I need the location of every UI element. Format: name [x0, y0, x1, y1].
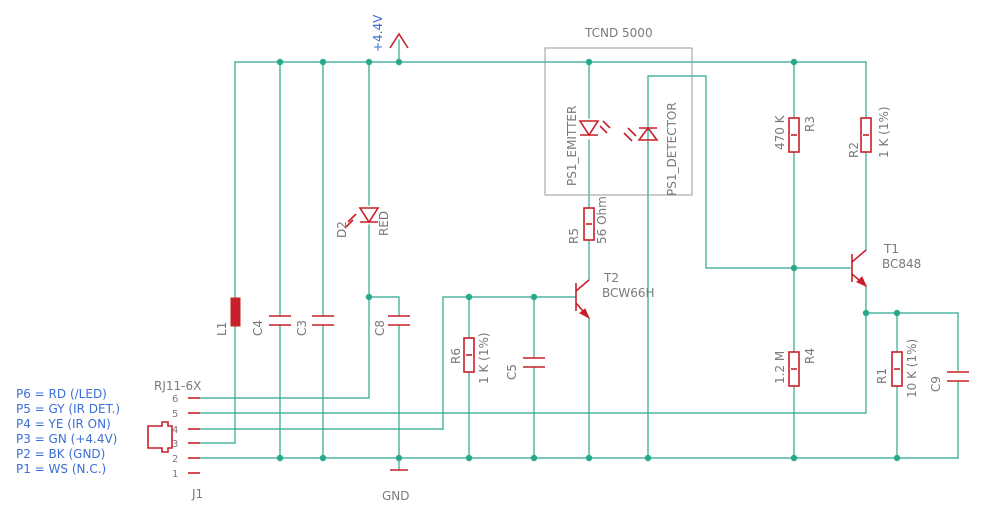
sensor-title: TCND 5000: [584, 26, 653, 40]
pin-legend-item: P6 = RD (/LED): [16, 387, 107, 401]
pin-number: 3: [172, 439, 178, 450]
t2-value: BCW66H: [602, 286, 655, 300]
r6-name: R6: [449, 348, 463, 364]
pin-legend: P6 = RD (/LED) P5 = GY (IR DET.) P4 = YE…: [16, 387, 120, 476]
c8-label: C8: [373, 320, 387, 336]
t2-name: T2: [603, 271, 619, 285]
ground-label: GND: [382, 489, 410, 503]
transistor-t1: T1 BC848: [851, 242, 921, 287]
sensor-module: TCND 5000 PS1_EMITTER PS1_DETECTOR: [544, 26, 693, 196]
connector-j1: RJ11-6X J1 6 5 4 3 2 1: [147, 379, 203, 501]
ground-symbol: GND: [382, 469, 410, 503]
rj11-jack-icon: [147, 421, 173, 453]
resistor-r5: R5 56 Ohm: [567, 196, 609, 244]
capacitor-c3: C3: [295, 315, 334, 336]
pin-legend-item: P4 = YE (IR ON): [16, 417, 111, 431]
pin-number: 2: [172, 454, 178, 465]
r1-name: R1: [875, 368, 889, 384]
resistor-r1: R1 10 K (1%): [875, 339, 919, 398]
r5-name: R5: [567, 228, 581, 244]
capacitor-c5: C5: [505, 357, 545, 380]
r1-value: 10 K (1%): [905, 339, 919, 398]
d2-name: D2: [335, 221, 349, 238]
capacitor-c8: C8: [373, 315, 410, 336]
pin-number: 5: [172, 409, 178, 420]
connector-name: J1: [191, 487, 203, 501]
pin-number: 6: [172, 394, 178, 405]
resistor-r3: 470 K R3: [773, 114, 817, 153]
r3-name: R3: [803, 116, 817, 132]
capacitor-c9: C9: [929, 371, 969, 392]
l1-label: L1: [215, 322, 229, 336]
c5-label: C5: [505, 364, 519, 380]
t1-value: BC848: [882, 257, 921, 271]
junctions: [276, 58, 901, 462]
pin-legend-item: P1 = WS (N.C.): [16, 462, 106, 476]
c4-label: C4: [251, 320, 265, 336]
pin-legend-item: P5 = GY (IR DET.): [16, 402, 120, 416]
t1-name: T1: [883, 242, 899, 256]
r4-value: 1.2 M: [773, 351, 787, 384]
r2-value: 1 K (1%): [877, 106, 891, 158]
c9-label: C9: [929, 376, 943, 392]
inductor-l1: L1: [215, 297, 241, 336]
r5-value: 56 Ohm: [595, 196, 609, 244]
resistor-r4: 1.2 M R4: [773, 348, 817, 387]
r2-name: R2: [847, 142, 861, 158]
supply-label: +4.4V: [371, 14, 385, 52]
r3-value: 470 K: [773, 114, 787, 150]
pin-number: 4: [172, 425, 178, 436]
d2-value: RED: [377, 211, 391, 236]
transistor-t2: T2 BCW66H: [575, 271, 655, 320]
r6-value: 1 K (1%): [477, 332, 491, 384]
supply-symbol: +4.4V: [371, 14, 409, 52]
resistor-r2: R2 1 K (1%): [847, 106, 891, 158]
emitter-label: PS1_EMITTER: [565, 106, 579, 186]
resistor-r6: R6 1 K (1%): [449, 332, 491, 384]
pin-legend-item: P3 = GN (+4.4V): [16, 432, 117, 446]
connector-type: RJ11-6X: [154, 379, 201, 393]
wires: [199, 39, 959, 471]
r4-name: R4: [803, 348, 817, 364]
c3-label: C3: [295, 320, 309, 336]
capacitor-c4: C4: [251, 315, 291, 336]
led-d2: D2 RED: [335, 207, 391, 238]
pin-number: 1: [172, 469, 178, 480]
detector-label: PS1_DETECTOR: [665, 102, 679, 196]
pin-legend-item: P2 = BK (GND): [16, 447, 105, 461]
